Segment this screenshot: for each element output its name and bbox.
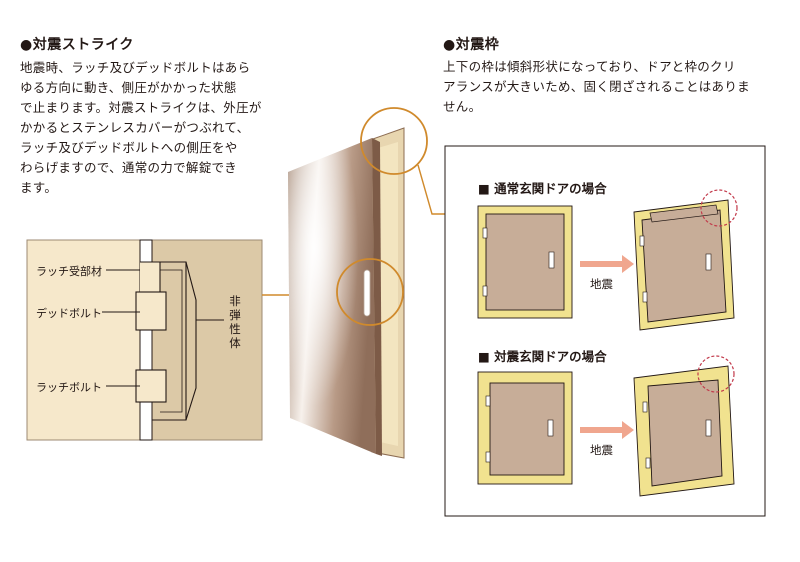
frame-line: 上下の枠は傾斜形状になっており、ドアと枠のクリ (443, 59, 736, 74)
deadbolt-shape (135, 291, 167, 331)
frame-description: 上下の枠は傾斜形状になっており、ドアと枠のクリ アランスが大きいため、固く閉ざさ… (443, 57, 793, 117)
strike-line: 地震時、ラッチ及びデッドボルトはあら (20, 60, 251, 75)
strike-detail-panel (26, 239, 263, 441)
strike-line: かかるとステンレスカバーがつぶれて、 (20, 120, 250, 135)
label-latchbolt: ラッチボルト (36, 381, 102, 394)
quake-label-seismic: 地震 (590, 443, 613, 457)
quake-label-normal: 地震 (590, 277, 613, 291)
strike-line: で止まります。対震ストライクは、外圧が (20, 100, 262, 115)
strike-cover (152, 261, 187, 421)
label-non-elastic-char: 性 (229, 322, 241, 336)
strike-bevel (185, 261, 197, 421)
strike-description: 地震時、ラッチ及びデッドボルトはあら ゆる方向に動き、側圧がかかった状態 で止ま… (20, 58, 282, 198)
arrow-normal (580, 255, 634, 273)
frame-title: ●対震枠 (443, 37, 500, 53)
arrow-seismic (580, 421, 634, 439)
label-non-elastic-char: 弾 (229, 308, 241, 322)
door-illustration (288, 127, 405, 459)
strike-line: ラッチ及びデッドボルトへの側圧をや (20, 140, 238, 155)
normal-case-title: ■ 通常玄関ドアの場合 (478, 181, 607, 196)
door-handle (363, 269, 371, 317)
door-frame-inner (378, 142, 398, 446)
strike-title: ●対震ストライク (20, 37, 134, 53)
door-highlight (288, 138, 376, 454)
strike-line: ます。 (20, 180, 58, 195)
seismic-door-after (633, 365, 735, 497)
normal-door-before (477, 205, 573, 319)
seismic-case-title: ■ 対震玄関ドアの場合 (478, 349, 607, 364)
door-edge (372, 138, 382, 456)
normal-door-after (633, 199, 735, 331)
problem-highlight-circle (700, 189, 738, 227)
strike-inner (160, 269, 183, 413)
connector-line-right (417, 164, 445, 215)
label-latch-receiver: ラッチ受部材 (36, 265, 102, 278)
label-non-elastic: 非 弾 性 体 (228, 294, 242, 350)
latchbolt-shape (135, 369, 167, 403)
frame-highlight-circle (360, 107, 428, 175)
frame-line: せん。 (443, 99, 482, 114)
handle-highlight-circle (336, 258, 404, 326)
strike-line: わらげますので、通常の力で解錠でき (20, 160, 238, 175)
seismic-door-before (477, 371, 573, 485)
label-non-elastic-char: 体 (229, 336, 241, 350)
label-deadbolt: デッドボルト (36, 307, 102, 320)
strike-line: ゆる方向に動き、側圧がかかった状態 (20, 80, 237, 95)
frame-line: アランスが大きいため、固く閉ざされることはありま (443, 79, 750, 94)
panel-strike-side (152, 240, 262, 440)
ok-highlight-circle (697, 355, 735, 393)
label-non-elastic-char: 非 (229, 294, 241, 308)
